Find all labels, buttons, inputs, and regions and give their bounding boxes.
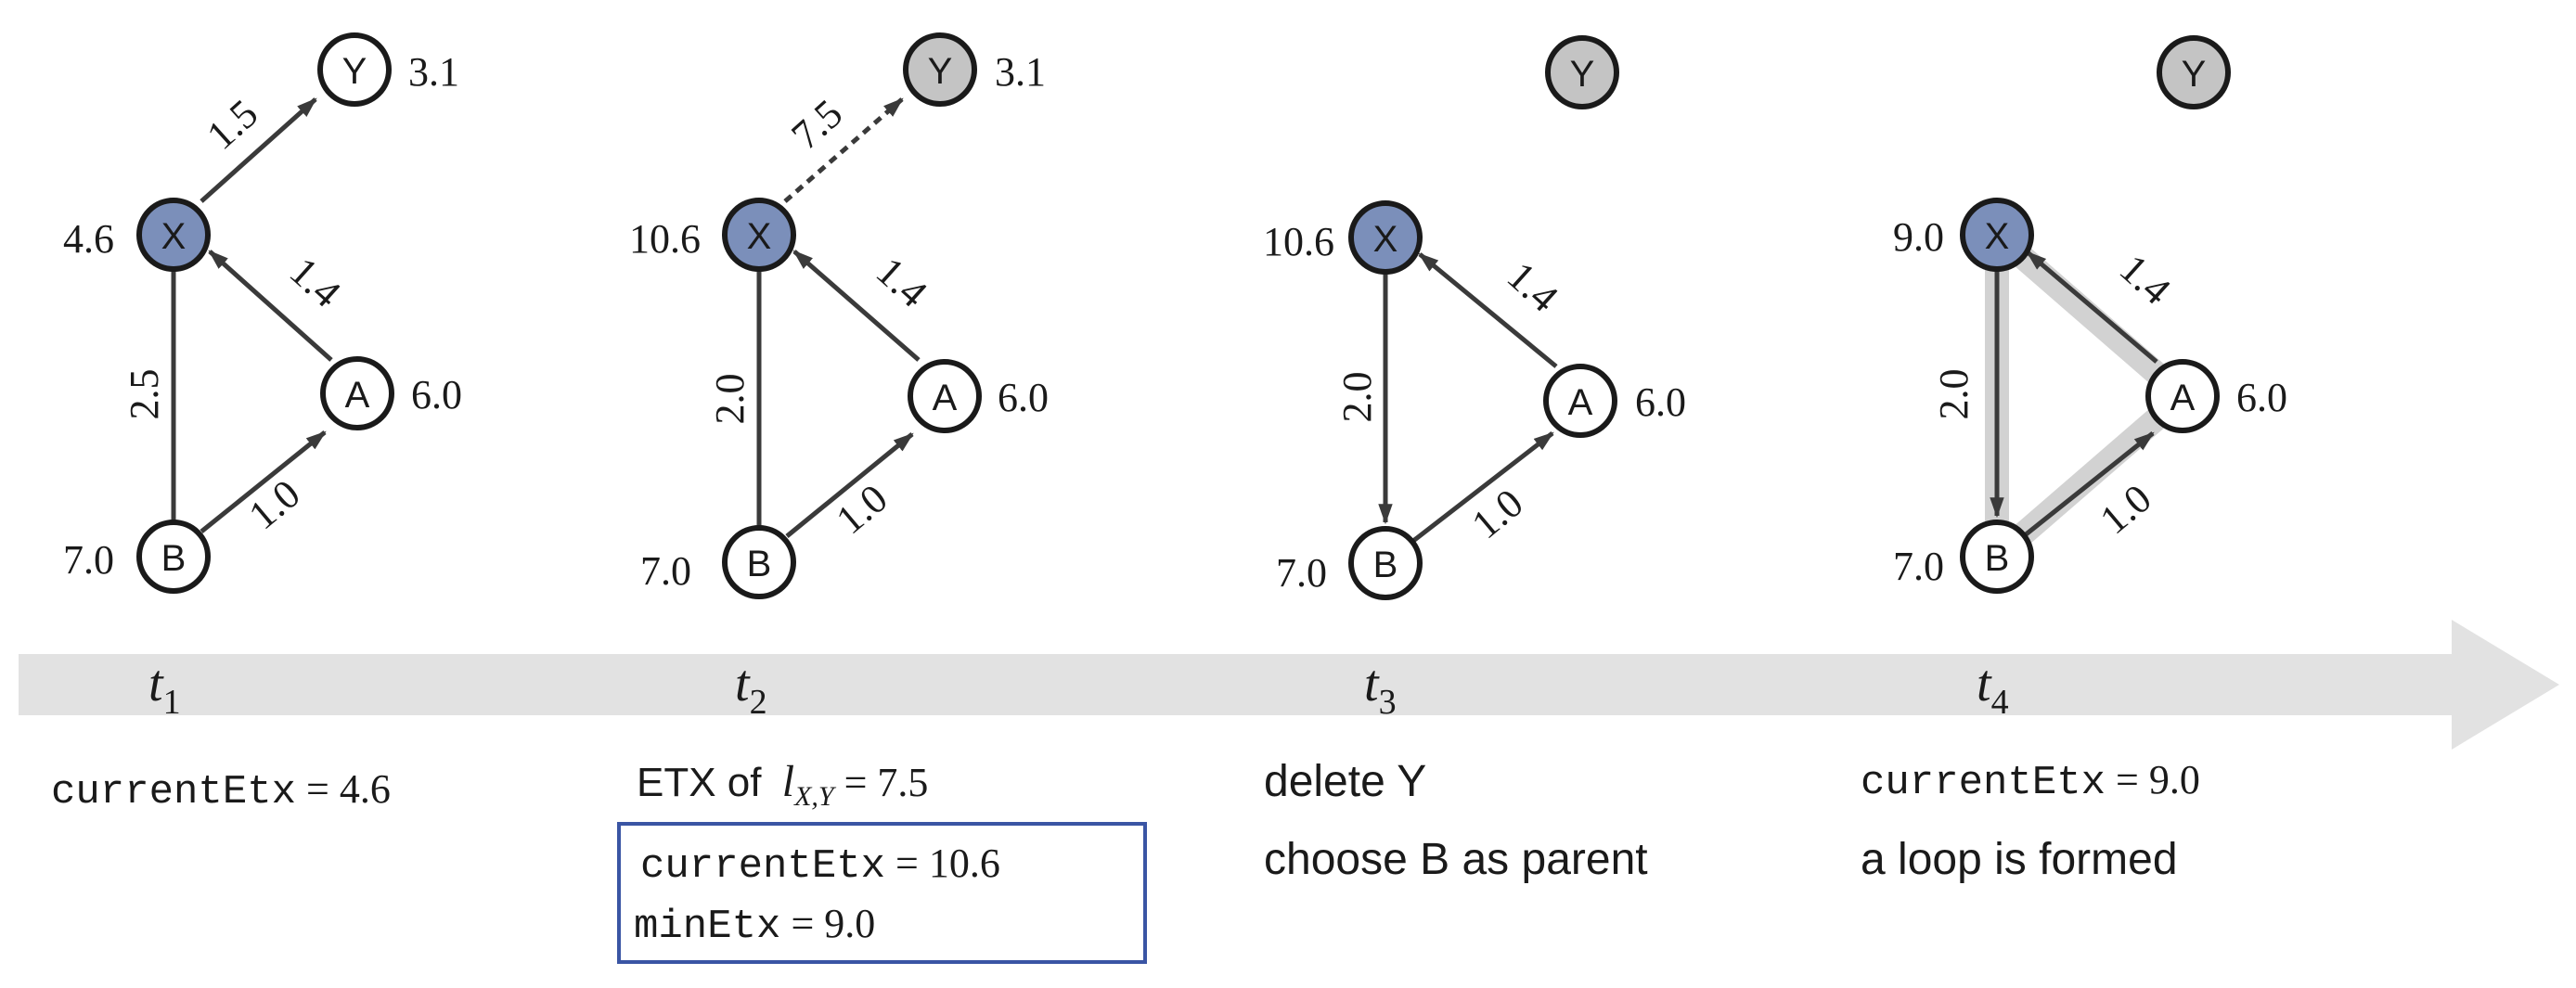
node-y-label: Y [1570,54,1595,95]
node-y [1545,35,1619,109]
caption-t2-line1: ETX of lX,Y = 7.5 [637,757,928,812]
edge-label-x-b: 2.0 [1334,372,1380,423]
caption-t4-line2: a loop is formed [1861,835,2178,884]
node-b [1960,520,2034,594]
node-x [722,198,796,272]
edge-label-a-x: 1.4 [1499,253,1567,321]
node-a [320,356,394,430]
time-label-t3: t3 [1364,655,1397,722]
edge-label-x-b: 2.0 [707,374,753,425]
metric-x: 10.6 [629,216,701,262]
edge-b-a [1411,431,1554,543]
node-x [1348,200,1423,275]
time-label-t1: t1 [148,655,181,722]
node-x-label: X [161,216,187,257]
node-y-label: Y [2182,54,2207,95]
metric-x: 4.6 [63,216,114,262]
node-x-label: X [1985,216,2010,257]
node-a-label: A [345,375,370,416]
edge-label-a-x: 1.4 [868,249,936,316]
edge-label-b-a: 1.0 [240,470,309,538]
node-a-label: A [2170,378,2196,418]
metric-a: 6.0 [2236,375,2287,420]
edge-b-a [785,432,914,538]
edge-label-x-y: 7.5 [782,91,851,159]
edge-label-b-a: 1.0 [1463,480,1532,547]
metric-y: 3.1 [408,49,459,95]
edge-b-a [200,430,327,533]
metric-a: 6.0 [411,372,462,417]
edge-a-x [208,250,333,362]
node-b [1348,526,1423,600]
caption-t3-line1: delete Y [1264,757,1426,806]
edge-label-a-x: 1.4 [2111,246,2180,314]
edge-a-x [1418,252,1558,368]
timeline-arrow [19,620,2559,750]
metric-b: 7.0 [63,537,114,583]
metric-a: 6.0 [998,375,1049,420]
edge-label-b-a: 1.0 [2092,475,2160,543]
caption-t1: currentEtx = 4.6 [51,766,391,815]
node-b-label: B [747,544,772,584]
edge-a-x [792,250,921,362]
node-b-label: B [1985,538,2010,579]
edge-x-y [200,97,317,203]
metric-x: 10.6 [1263,219,1334,264]
edge-label-x-b: 2.5 [122,369,167,420]
node-b-label: B [161,538,187,579]
node-b [136,520,211,594]
node-a-label: A [933,378,958,418]
panel-t4: 1.4 2.0 1.0 Y X 9.0 A 6.0 B 7.0 t4 curre… [1861,35,2287,884]
node-b [722,525,796,599]
edge-label-x-y: 1.5 [198,91,266,159]
metric-b: 7.0 [1276,550,1327,596]
metric-a: 6.0 [1635,379,1686,425]
node-a [2145,359,2220,433]
caption-t4-line1: currentEtx = 9.0 [1861,757,2200,806]
node-a [908,359,982,433]
node-y [2157,35,2231,109]
time-label-t2: t2 [735,655,767,722]
box-min-etx: minEtx = 9.0 [634,901,875,950]
metric-y: 3.1 [995,49,1046,95]
caption-t3-line2: choose B as parent [1264,835,1648,884]
etx-state-box [617,822,1147,964]
node-x [1960,198,2034,272]
node-y-label: Y [342,51,367,92]
metric-b: 7.0 [1893,544,1944,589]
metric-x: 9.0 [1893,214,1944,260]
node-y-label: Y [928,51,953,92]
edge-label-x-b: 2.0 [1931,369,1977,420]
node-x [136,198,211,272]
node-y [903,32,977,107]
node-y [317,32,392,107]
node-a-label: A [1568,382,1593,423]
time-label-t4: t4 [1977,655,2009,722]
box-current-etx: currentEtx = 10.6 [640,840,1000,890]
node-x-label: X [747,216,772,257]
node-b-label: B [1373,545,1398,585]
edge-x-y [783,97,904,203]
edge-label-b-a: 1.0 [828,475,896,543]
panel-t2: 7.5 1.4 2.0 1.0 Y 3.1 X 10.6 A 6.0 B 7.0… [617,32,1147,964]
edge-b-a [2023,431,2155,537]
node-x-label: X [1373,219,1398,260]
edge-a-x [2026,250,2158,364]
node-a [1543,364,1617,438]
edge-label-a-x: 1.4 [281,249,350,316]
metric-b: 7.0 [640,548,691,594]
panel-t3: 1.4 2.0 1.0 Y X 10.6 A 6.0 B 7.0 t3 dele… [1263,35,1686,884]
